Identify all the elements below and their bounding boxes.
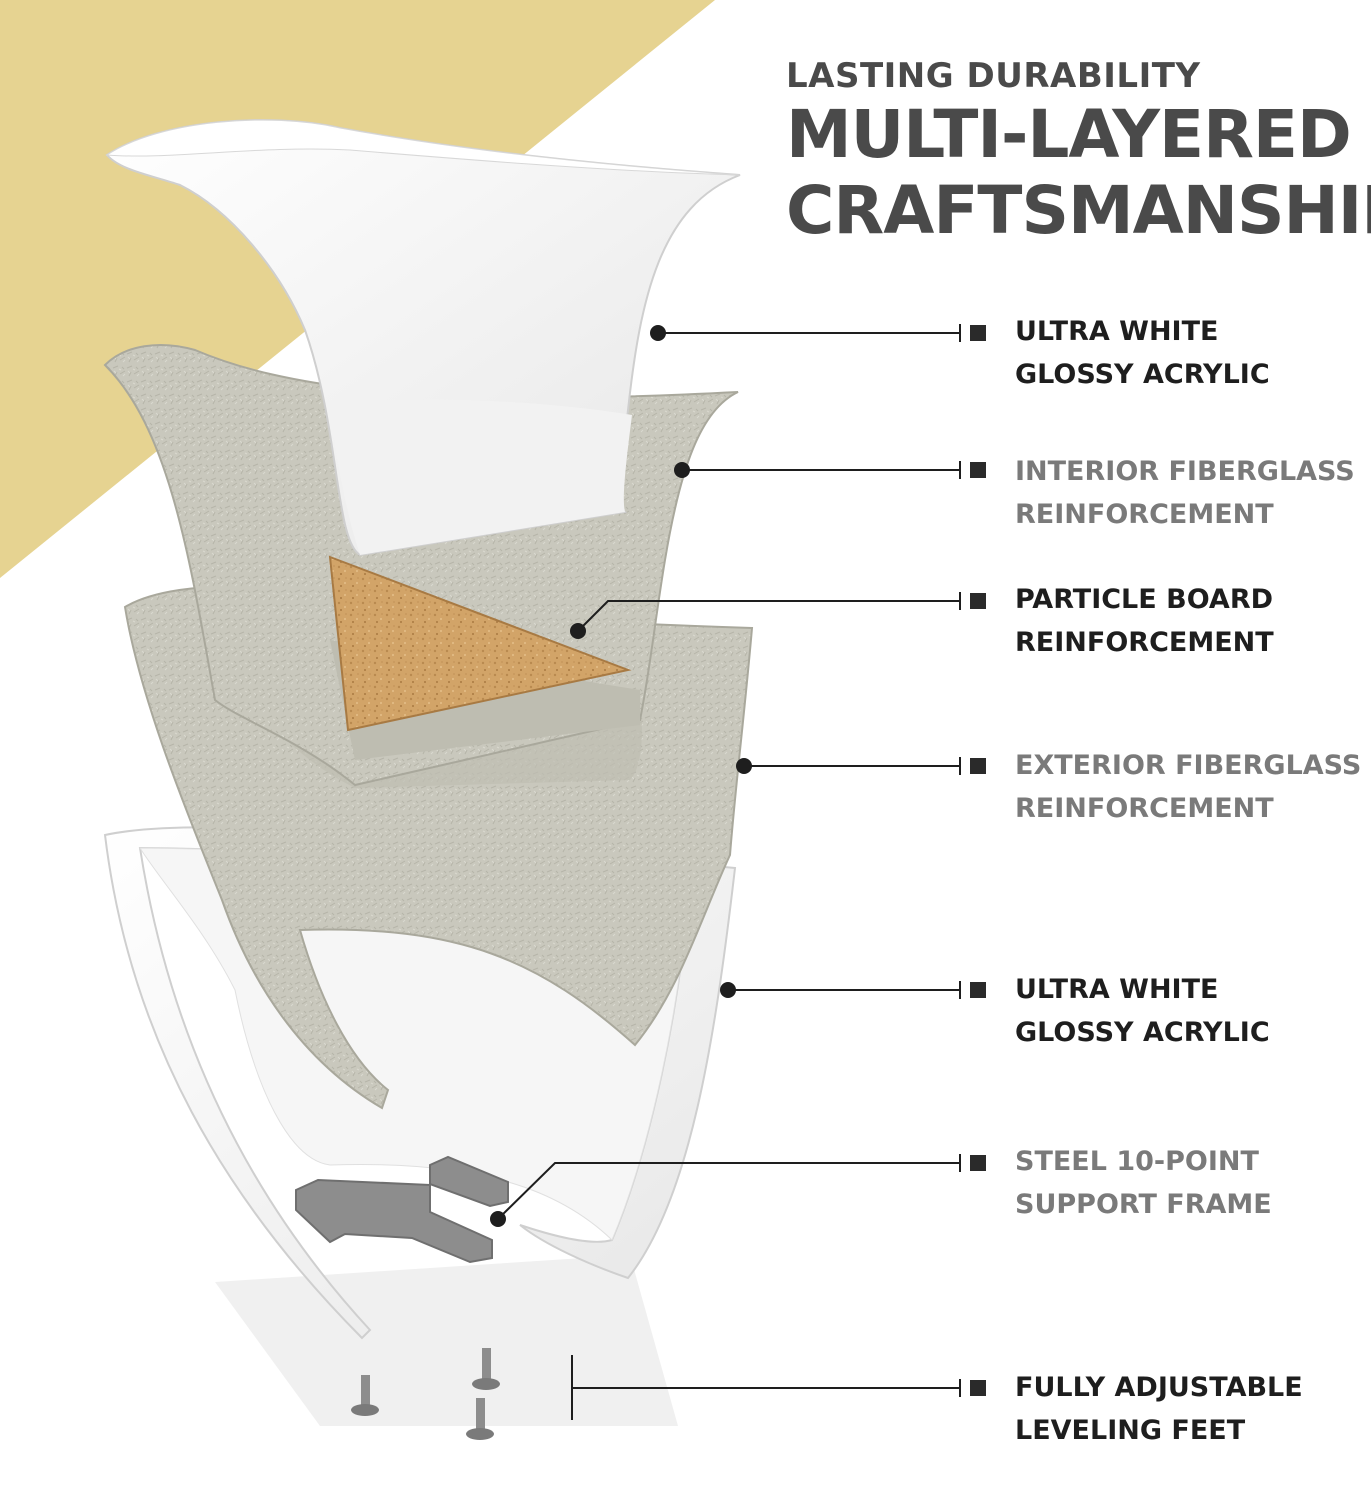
- layer-label-line1: STEEL 10-POINT: [1015, 1146, 1259, 1177]
- particle-board-layer: [328, 555, 632, 732]
- leader-line-0: [650, 324, 961, 342]
- layer-label-line2: GLOSSY ACRYLIC: [1015, 359, 1270, 390]
- leader-line-4: [720, 981, 961, 999]
- layer-label-outer-acrylic-bottom: ULTRA WHITE GLOSSY ACRYLIC: [1015, 968, 1367, 1054]
- layer-label-line1: ULTRA WHITE: [1015, 316, 1219, 347]
- leveling-foot-icon: [351, 1375, 379, 1416]
- layer-label-line1: FULLY ADJUSTABLE: [1015, 1372, 1303, 1403]
- layer-label-exterior-fiberglass: EXTERIOR FIBERGLASS REINFORCEMENT: [1015, 744, 1367, 830]
- leader-line-5: [490, 1154, 961, 1227]
- top-acrylic-rim: [105, 119, 741, 176]
- layer-label-line1: INTERIOR FIBERGLASS: [1015, 456, 1355, 487]
- layer-label-interior-fiberglass: INTERIOR FIBERGLASS REINFORCEMENT: [1015, 450, 1367, 536]
- bullet-square-icon: [970, 1380, 986, 1396]
- layer-label-line2: SUPPORT FRAME: [1015, 1189, 1272, 1220]
- title-line-1: MULTI-LAYERED: [786, 96, 1352, 173]
- layer-label-line2: LEVELING FEET: [1015, 1415, 1246, 1446]
- layer-label-line2: GLOSSY ACRYLIC: [1015, 1017, 1270, 1048]
- layer-label-line1: EXTERIOR FIBERGLASS: [1015, 750, 1362, 781]
- layer-label-leveling-feet: FULLY ADJUSTABLE LEVELING FEET: [1015, 1366, 1367, 1452]
- bullet-square-icon: [970, 1155, 986, 1171]
- leader-line-3: [736, 757, 961, 775]
- layer-label-outer-acrylic-top: ULTRA WHITE GLOSSY ACRYLIC: [1015, 310, 1367, 396]
- bullet-square-icon: [970, 982, 986, 998]
- steel-support-frame: [295, 1155, 509, 1264]
- top-acrylic-seat: [330, 399, 632, 555]
- layer-label-line2: REINFORCEMENT: [1015, 499, 1274, 530]
- bullet-square-icon: [970, 593, 986, 609]
- leader-line-1: [674, 461, 961, 479]
- bullet-square-icon: [970, 325, 986, 341]
- leader-line-2: [570, 592, 961, 639]
- leader-line-6: [571, 1355, 961, 1420]
- bullet-square-icon: [970, 462, 986, 478]
- layer-label-steel-frame: STEEL 10-POINT SUPPORT FRAME: [1015, 1140, 1367, 1226]
- layer-label-line1: PARTICLE BOARD: [1015, 584, 1274, 615]
- title-line-2: CRAFTSMANSHIP: [786, 172, 1371, 249]
- layer-label-line1: ULTRA WHITE: [1015, 974, 1219, 1005]
- layer-label-particle-board: PARTICLE BOARD REINFORCEMENT: [1015, 578, 1367, 664]
- layer-label-line2: REINFORCEMENT: [1015, 627, 1274, 658]
- leveling-foot-icon: [466, 1398, 494, 1440]
- bullet-square-icon: [970, 758, 986, 774]
- layer-label-line2: REINFORCEMENT: [1015, 793, 1274, 824]
- leveling-foot-icon: [472, 1348, 500, 1390]
- floor-shadow: [215, 1255, 678, 1426]
- kicker-heading: LASTING DURABILITY: [786, 56, 1201, 96]
